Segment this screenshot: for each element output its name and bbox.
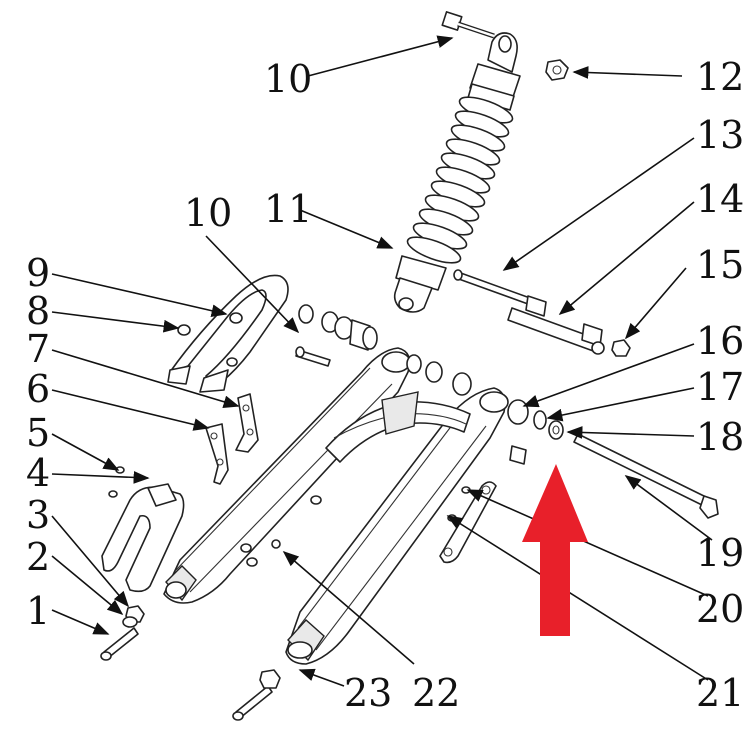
callout-labels: 10 12 13 14 11 10 15 9 8 7 16 17 6 18 5 … — [26, 55, 744, 715]
callout-9: 9 — [26, 251, 50, 295]
callout-19: 19 — [696, 531, 744, 575]
upper-mount — [453, 269, 631, 357]
small-brackets — [205, 393, 259, 485]
leader-lines — [51, 35, 713, 687]
shock-absorber — [393, 11, 569, 313]
bottom-bolts — [232, 539, 281, 721]
callout-17: 17 — [696, 365, 744, 409]
pivot-bolt — [573, 433, 719, 519]
callout-20: 20 — [696, 587, 744, 631]
callout-12: 12 — [696, 55, 744, 99]
callout-14: 14 — [696, 177, 744, 221]
callout-18: 18 — [696, 415, 744, 459]
callout-2: 2 — [26, 535, 50, 579]
top-nut — [545, 59, 569, 81]
swing-arm — [163, 347, 509, 665]
chain-guard — [167, 274, 331, 393]
callout-8: 8 — [26, 289, 50, 333]
callout-16: 16 — [696, 319, 744, 363]
callout-10-top: 10 — [264, 57, 312, 101]
coil-spring — [406, 96, 514, 264]
callout-1: 1 — [26, 589, 50, 633]
highlight-arrow — [522, 464, 588, 636]
callout-15: 15 — [696, 243, 744, 287]
callout-4: 4 — [26, 451, 50, 495]
side-bracket — [100, 466, 185, 661]
callout-7: 7 — [26, 327, 50, 371]
callout-6: 6 — [26, 367, 50, 411]
callout-13: 13 — [696, 113, 744, 157]
callout-10-lower: 10 — [184, 191, 232, 235]
callout-11: 11 — [264, 187, 312, 231]
top-bolt — [441, 11, 495, 39]
pivot-bushings — [298, 304, 564, 465]
callout-3: 3 — [26, 493, 50, 537]
callout-5: 5 — [26, 411, 50, 455]
callout-21: 21 — [696, 671, 744, 715]
callout-23: 23 — [344, 671, 392, 715]
callout-22: 22 — [412, 671, 460, 715]
